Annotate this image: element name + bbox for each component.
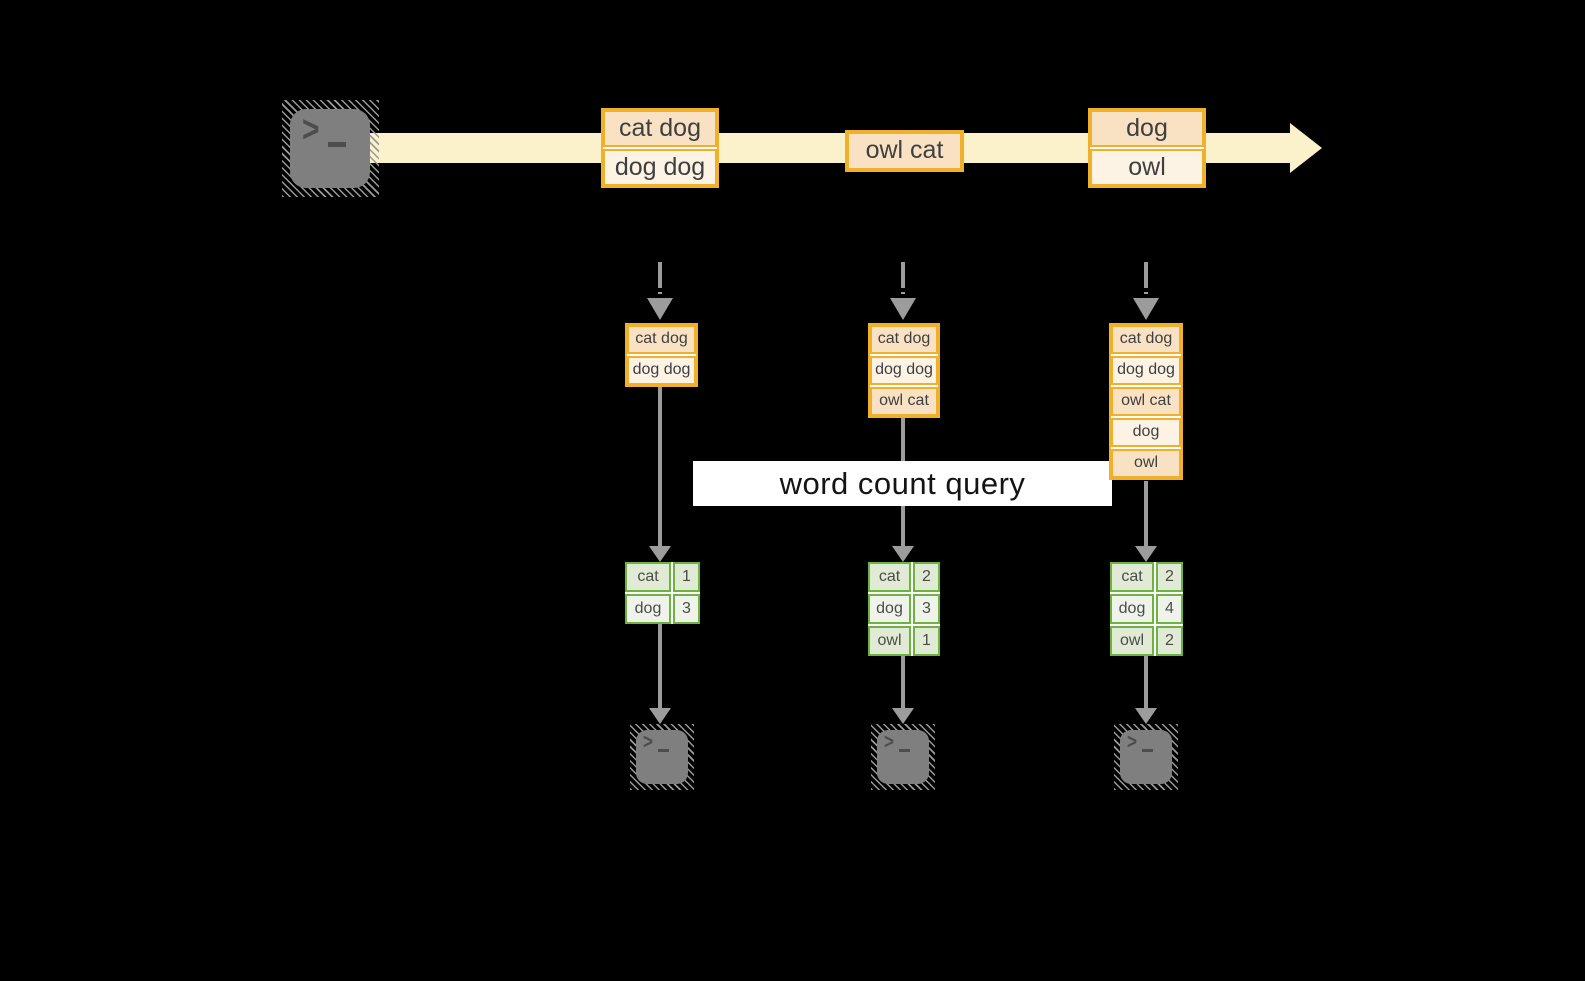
count-value-cell: 4 xyxy=(1156,594,1183,624)
query-arrowhead-icon xyxy=(1135,546,1157,562)
terminal-screen: > xyxy=(290,109,370,188)
prompt-chevron-icon: > xyxy=(643,729,653,754)
event-line: dog dog xyxy=(603,149,717,186)
count-word-cell: dog xyxy=(1110,594,1154,624)
stream-arrowhead-icon xyxy=(1290,123,1322,173)
count-word-cell: cat xyxy=(625,562,671,592)
count-word-cell: dog xyxy=(868,594,911,624)
sink-arrow xyxy=(658,624,662,709)
count-value-cell: 1 xyxy=(913,626,940,656)
batch-line: owl cat xyxy=(870,387,938,416)
stream-event-box-2: owl cat xyxy=(845,130,964,172)
batch-box-1: cat dog dog dog xyxy=(625,323,698,387)
batch-line: cat dog xyxy=(1111,325,1181,354)
count-value-cell: 3 xyxy=(673,594,700,624)
event-line: cat dog xyxy=(603,110,717,147)
count-word-cell: cat xyxy=(1110,562,1154,592)
count-word-cell: dog xyxy=(625,594,671,624)
stream-event-box-3: dog owl xyxy=(1088,108,1206,188)
event-line: owl cat xyxy=(847,132,962,170)
prompt-chevron-icon: > xyxy=(884,729,894,754)
terminal-screen: > xyxy=(636,730,688,784)
batch-arrow-dashed xyxy=(1144,262,1148,294)
prompt-chevron-icon: > xyxy=(302,108,320,150)
batch-line: cat dog xyxy=(870,325,938,354)
sink-arrow xyxy=(1144,656,1148,709)
sink-terminal-icon: > xyxy=(630,724,694,790)
count-value-cell: 1 xyxy=(673,562,700,592)
prompt-chevron-icon: > xyxy=(1127,729,1137,754)
count-value-cell: 2 xyxy=(1156,562,1183,592)
batch-line: dog xyxy=(1111,418,1181,447)
prompt-underscore-icon xyxy=(899,749,910,752)
query-label-band: word count query xyxy=(693,461,1112,506)
batch-line: dog dog xyxy=(870,356,938,385)
batch-line: dog dog xyxy=(627,356,696,385)
sink-terminal-icon: > xyxy=(1114,724,1178,790)
batch-arrow-dashed xyxy=(901,262,905,294)
count-table-1: cat 1 dog 3 xyxy=(625,562,700,624)
count-value-cell: 3 xyxy=(913,594,940,624)
event-line: dog xyxy=(1090,110,1204,147)
batch-arrowhead-icon xyxy=(647,298,673,320)
query-arrow xyxy=(1144,481,1148,547)
batch-box-3: cat dog dog dog owl cat dog owl xyxy=(1109,323,1183,480)
batch-line: dog dog xyxy=(1111,356,1181,385)
query-arrow xyxy=(658,387,662,547)
terminal-screen: > xyxy=(1120,730,1172,784)
batch-arrowhead-icon xyxy=(1133,298,1159,320)
count-table-3: cat 2 dog 4 owl 2 xyxy=(1110,562,1183,656)
count-word-cell: cat xyxy=(868,562,911,592)
sink-arrow xyxy=(901,656,905,709)
query-arrowhead-icon xyxy=(892,546,914,562)
terminal-screen: > xyxy=(877,730,929,784)
prompt-underscore-icon xyxy=(1142,749,1153,752)
source-terminal-icon: > xyxy=(282,100,379,197)
prompt-underscore-icon xyxy=(658,749,669,752)
stream-event-box-1: cat dog dog dog xyxy=(601,108,719,188)
event-line: owl xyxy=(1090,149,1204,186)
batch-arrowhead-icon xyxy=(890,298,916,320)
batch-line: cat dog xyxy=(627,325,696,354)
sink-terminal-icon: > xyxy=(871,724,935,790)
count-value-cell: 2 xyxy=(1156,626,1183,656)
query-arrowhead-icon xyxy=(649,546,671,562)
count-word-cell: owl xyxy=(868,626,911,656)
sink-arrowhead-icon xyxy=(649,708,671,724)
prompt-underscore-icon xyxy=(328,142,346,147)
query-label: word count query xyxy=(779,465,1026,501)
batch-line: owl cat xyxy=(1111,387,1181,416)
batch-arrow-dashed xyxy=(658,262,662,294)
sink-arrowhead-icon xyxy=(1135,708,1157,724)
count-value-cell: 2 xyxy=(913,562,940,592)
batch-box-2: cat dog dog dog owl cat xyxy=(868,323,940,418)
batch-line: owl xyxy=(1111,449,1181,478)
count-table-2: cat 2 dog 3 owl 1 xyxy=(868,562,940,656)
count-word-cell: owl xyxy=(1110,626,1154,656)
sink-arrowhead-icon xyxy=(892,708,914,724)
